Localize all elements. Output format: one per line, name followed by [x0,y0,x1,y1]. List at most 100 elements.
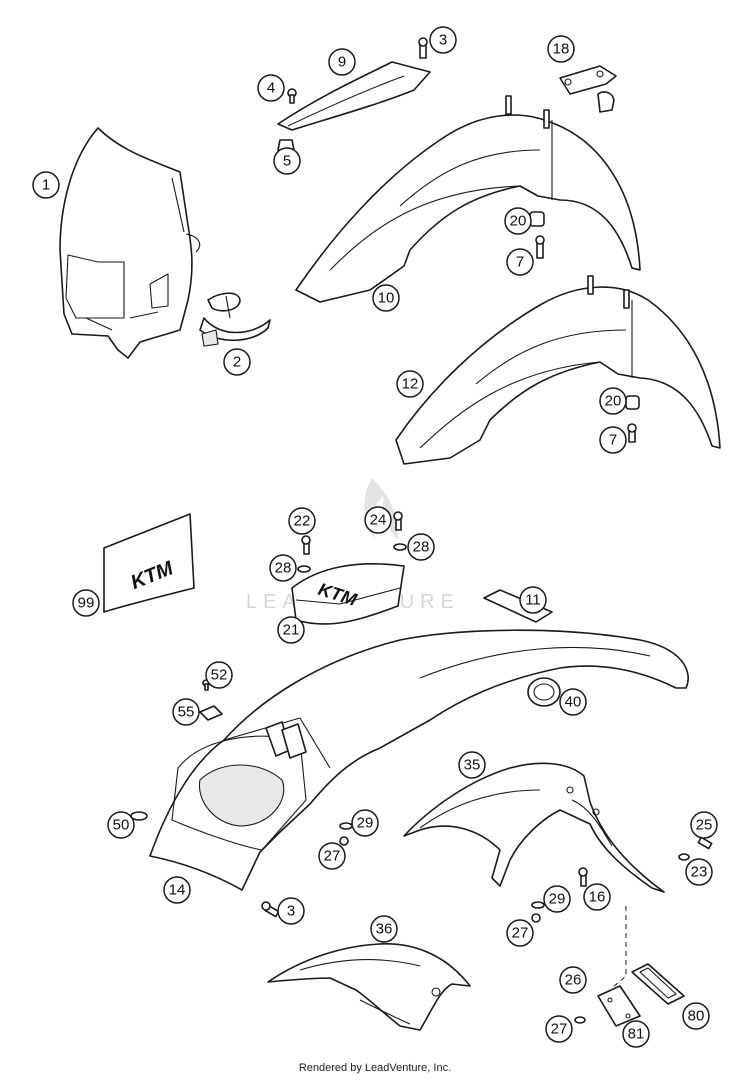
callout: 29 [543,885,571,913]
screw-16 [578,867,588,887]
washer-29a [339,822,353,830]
callout-label: 27 [512,925,529,942]
bushing-20a [529,211,545,227]
callout: 50 [107,811,135,839]
screw-7a [535,235,545,259]
tank-cover-21: KTM [291,563,405,625]
callout: 36 [370,915,398,943]
reflector-80 [631,963,685,1005]
screw-3-bottom [261,901,280,918]
side-panel-35 [403,762,665,893]
callout: 1 [32,171,60,199]
callout: 27 [506,919,534,947]
front-number-holder [277,61,431,131]
fender-bracket-18 [559,65,617,113]
callout: 35 [458,751,486,779]
callout: 40 [559,688,587,716]
callout: 5 [273,147,301,175]
screw-24 [393,511,403,531]
callout: 2 [223,348,251,376]
callout-label: 29 [357,815,374,832]
callout: 9 [328,48,356,76]
callout: 81 [622,1020,650,1048]
callout-label: 27 [324,848,341,865]
callout: 28 [407,533,435,561]
screw-25 [697,836,713,850]
leader-line [611,906,627,989]
callout-label: 52 [211,667,228,684]
callout-label: 7 [516,254,524,271]
callout: 18 [547,35,575,63]
washer-28b [297,565,311,573]
callout: 25 [690,811,718,839]
callout-label: 25 [696,817,713,834]
nut-27a [339,836,349,846]
bracket-81 [597,985,641,1027]
callout-label: 24 [370,512,387,529]
washer-50 [130,811,148,821]
callout-label: 27 [551,1021,568,1038]
callout: 23 [685,858,713,886]
footer-credit: Rendered by LeadVenture, Inc. [298,1062,452,1074]
callout-label: 14 [169,882,186,899]
callout-label: 40 [565,694,582,711]
callout: 24 [364,506,392,534]
front-fender-10 [295,95,641,303]
callout: 26 [559,966,587,994]
screw-7b [627,423,637,443]
callout-label: 26 [565,972,582,989]
callout: 20 [504,207,532,235]
callout-label: 5 [283,153,291,170]
screw-3-top [418,37,428,59]
callout: 20 [599,387,627,415]
callout: 27 [318,842,346,870]
callout-label: 29 [549,891,566,908]
decal-99: KTM [103,513,195,613]
washer-26 [574,1016,586,1024]
callout-label: 81 [628,1026,645,1043]
callout-label: 22 [294,513,311,530]
callout: 21 [277,616,305,644]
callout: 3 [429,26,457,54]
callout-label: 35 [464,757,481,774]
cap-40 [527,677,561,707]
callout: 22 [288,507,316,535]
callout-label: 80 [688,1008,705,1025]
callout-label: 20 [510,213,527,230]
callout: 3 [277,897,305,925]
callout-label: 28 [413,539,430,556]
callout: 16 [583,883,611,911]
plate-55 [199,705,223,721]
callout-label: 28 [275,560,292,577]
callout: 55 [172,698,200,726]
screw-22 [301,535,311,555]
callout-label: 21 [283,622,300,639]
callout-label: 20 [605,393,622,410]
callout-label: 1 [42,177,50,194]
callouts: 1 2 3 4 5 9 18 10 20 7 12 20 7 22 24 28 … [32,26,718,1048]
strip-11 [483,589,553,623]
callout: 11 [519,586,547,614]
callout: 7 [599,426,627,454]
callout-label: 18 [553,41,570,58]
callout-label: 16 [589,889,606,906]
callout-label: 12 [402,376,419,393]
callout-label: 4 [267,80,275,97]
washer-23 [678,853,690,861]
bushing-20b [625,395,640,410]
callout-label: 50 [113,817,130,834]
rear-fender-14 [149,629,689,891]
washer-29b [531,901,545,909]
headlight-bracket [199,292,271,347]
callout: 12 [396,370,424,398]
callout-label: 11 [525,592,541,609]
callout-label: 3 [439,32,447,49]
callout: 52 [205,661,233,689]
callout-label: 3 [287,903,295,920]
callout-label: 23 [691,864,708,881]
callout: 28 [269,554,297,582]
callout-label: 7 [609,432,617,449]
screw-4 [287,88,297,104]
front-fender-12 [395,275,721,465]
